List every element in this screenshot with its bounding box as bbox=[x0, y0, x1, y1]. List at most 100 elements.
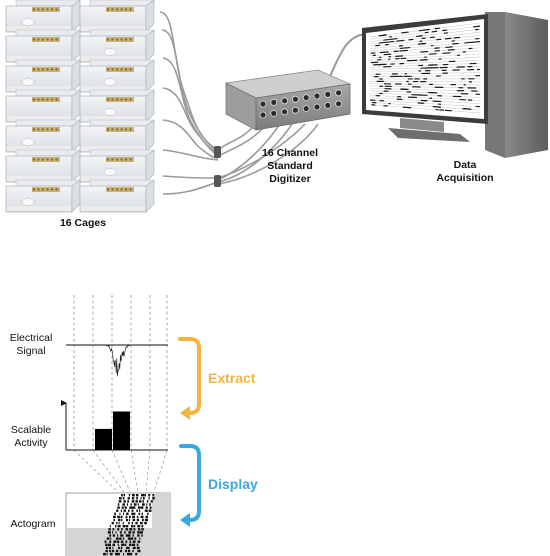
actogram-tick bbox=[132, 540, 136, 543]
extract-arrow bbox=[178, 337, 201, 415]
cage bbox=[5, 149, 81, 183]
actogram-tick bbox=[120, 534, 124, 537]
actogram-tick bbox=[135, 500, 138, 503]
acquisition-label-line1: Data bbox=[453, 159, 477, 171]
actogram-tick bbox=[138, 500, 142, 503]
actogram-tick bbox=[121, 543, 125, 546]
digitizer-label-line1: 16 Channel bbox=[261, 147, 319, 159]
actogram-tick bbox=[117, 503, 120, 506]
actogram-tick bbox=[149, 503, 151, 506]
actogram-tick bbox=[131, 521, 133, 525]
actogram-tick bbox=[134, 537, 137, 540]
activity-bar-1 bbox=[95, 428, 112, 451]
acquisition-label: Data Acquisition bbox=[425, 159, 505, 185]
actogram-tick bbox=[122, 537, 125, 540]
electrical-signal-line2: Signal bbox=[16, 345, 46, 357]
digitizer-port bbox=[302, 94, 310, 101]
actogram-tick bbox=[105, 549, 108, 553]
actogram-tick bbox=[111, 549, 115, 553]
actogram-tick bbox=[129, 515, 131, 519]
actogram-tick bbox=[119, 497, 122, 500]
actogram-tick bbox=[114, 512, 116, 515]
actogram-tick bbox=[130, 537, 134, 540]
actogram-tick bbox=[112, 531, 114, 534]
actogram-tick bbox=[132, 518, 136, 522]
actogram-tick bbox=[140, 515, 144, 519]
actogram-tick bbox=[104, 540, 107, 543]
actogram-tick bbox=[134, 512, 136, 515]
actogram-label: Actogram bbox=[10, 518, 56, 530]
cage bbox=[79, 59, 155, 93]
actogram-tick bbox=[103, 552, 106, 556]
digitizer-port bbox=[324, 91, 332, 98]
digitizer-box bbox=[224, 69, 352, 131]
actogram-tick bbox=[117, 543, 119, 546]
actogram-tick bbox=[110, 537, 112, 540]
digitizer-port bbox=[291, 106, 299, 114]
actogram-tick bbox=[145, 515, 148, 519]
actogram-tick bbox=[125, 534, 129, 537]
actogram-tick bbox=[142, 497, 145, 500]
actogram-tick bbox=[121, 506, 124, 509]
cage bbox=[79, 29, 155, 63]
actogram-tick bbox=[120, 509, 122, 512]
actogram-tick bbox=[112, 528, 115, 531]
actogram-tick bbox=[108, 528, 111, 531]
actogram-tick bbox=[113, 540, 117, 543]
cage-rack bbox=[5, 0, 155, 213]
actogram-tick bbox=[136, 543, 139, 546]
actogram-tick bbox=[115, 537, 119, 540]
actogram-tick bbox=[136, 518, 139, 522]
actogram-tick bbox=[118, 546, 120, 550]
actogram-tick bbox=[125, 525, 129, 528]
actogram-tick bbox=[141, 525, 144, 528]
actogram-tick bbox=[135, 552, 138, 556]
actogram-tick bbox=[122, 525, 126, 528]
scalable-activity-line1: Scalable bbox=[10, 424, 52, 436]
actogram-tick bbox=[113, 518, 115, 522]
actogram-tick bbox=[135, 521, 138, 525]
actogram-tick bbox=[132, 534, 134, 537]
actogram-tick bbox=[141, 512, 143, 515]
digitizer-port bbox=[281, 108, 289, 116]
actogram-tick bbox=[136, 509, 138, 512]
actogram-tick bbox=[148, 494, 151, 497]
actogram-tick bbox=[115, 549, 119, 553]
actogram-tick bbox=[128, 509, 130, 512]
actogram-tick bbox=[147, 512, 149, 515]
actogram-tick bbox=[148, 509, 152, 512]
actogram-tick bbox=[112, 534, 115, 537]
actogram-tick bbox=[117, 528, 120, 531]
actogram-tick bbox=[123, 512, 124, 515]
actogram-tick bbox=[116, 521, 118, 525]
actogram-tick bbox=[105, 546, 108, 550]
actogram-tick bbox=[106, 537, 110, 540]
actogram-tick bbox=[152, 497, 155, 500]
activity-bar-2 bbox=[113, 411, 130, 450]
actogram-tick bbox=[109, 525, 111, 528]
actogram-tick bbox=[109, 552, 113, 556]
extract-arrowhead bbox=[180, 406, 190, 420]
actogram-tick bbox=[127, 497, 130, 500]
actogram-tick bbox=[131, 497, 135, 500]
activity-chart bbox=[61, 400, 168, 451]
cage bbox=[79, 119, 155, 153]
digitizer-port bbox=[270, 99, 278, 106]
actogram-tick bbox=[128, 518, 131, 522]
electrical-signal bbox=[66, 344, 168, 377]
actogram-panel bbox=[65, 492, 171, 556]
digitizer-label-line2: Standard bbox=[267, 160, 313, 172]
digitizer-port bbox=[335, 89, 343, 97]
cage bbox=[5, 0, 81, 33]
actogram-rows bbox=[103, 494, 155, 556]
dashed-guides bbox=[73, 295, 168, 450]
digitizer-port bbox=[313, 103, 321, 111]
cage bbox=[79, 89, 155, 123]
actogram-tick bbox=[117, 518, 121, 522]
actogram-tick bbox=[118, 500, 122, 503]
digitizer-port bbox=[313, 92, 321, 100]
actogram-tick bbox=[132, 515, 135, 519]
actogram-tick bbox=[127, 500, 129, 503]
actogram-tick bbox=[117, 506, 120, 509]
scalable-activity-label: Scalable Activity bbox=[2, 424, 60, 450]
